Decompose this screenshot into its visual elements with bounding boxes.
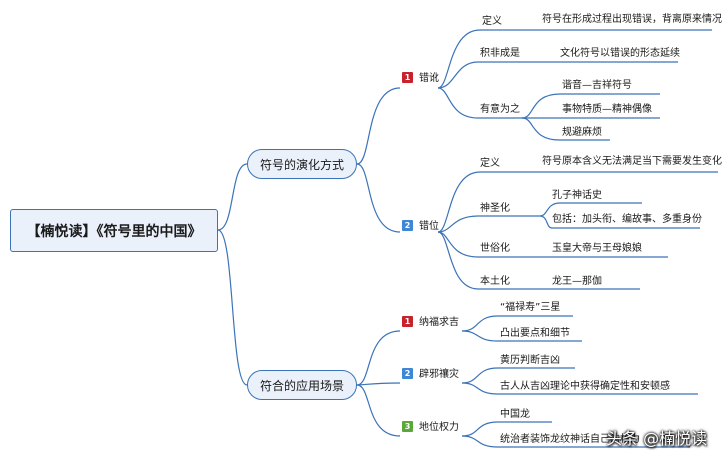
- subtopic-error[interactable]: 1 错讹: [402, 72, 439, 86]
- number-badge: 3: [402, 421, 413, 432]
- label-secular[interactable]: 世俗化: [480, 243, 510, 254]
- subtopic-blessing[interactable]: 1 纳福求吉: [402, 316, 459, 330]
- blessing-item[interactable]: 凸出要点和细节: [500, 328, 570, 339]
- intent-item[interactable]: 事物特质—精神偶像: [562, 104, 652, 115]
- subtopic-label: 错讹: [419, 73, 439, 84]
- secular-text[interactable]: 玉皇大帝与王母娘娘: [552, 243, 642, 254]
- subtopic-status-power[interactable]: 3 地位权力: [402, 421, 459, 435]
- ward-item[interactable]: 古人从吉凶理论中获得确定性和安顿感: [500, 381, 670, 392]
- sacred-item[interactable]: 包括：加头衔、编故事、多重身份: [552, 214, 702, 225]
- definition-text[interactable]: 符号原本含义无法满足当下需要发生变化: [542, 156, 722, 167]
- label-accumulate[interactable]: 积非成是: [480, 48, 520, 59]
- number-badge: 2: [402, 220, 413, 231]
- sacred-item[interactable]: 孔子神话史: [552, 190, 602, 201]
- root-topic[interactable]: 【楠悦读】《符号里的中国》: [10, 209, 218, 252]
- localize-text[interactable]: 龙王—那伽: [552, 276, 602, 287]
- subtopic-label: 错位: [419, 221, 439, 232]
- subtopic-ward-evil[interactable]: 2 辟邪禳灾: [402, 368, 459, 382]
- blessing-item[interactable]: “福禄寿”三星: [500, 302, 561, 313]
- accumulate-text[interactable]: 文化符号以错误的形态延续: [560, 48, 680, 59]
- intent-item[interactable]: 规避麻烦: [562, 127, 602, 138]
- subtopic-label: 纳福求吉: [419, 317, 459, 328]
- label-sacred[interactable]: 神圣化: [480, 203, 510, 214]
- subtopic-label: 辟邪禳灾: [419, 369, 459, 380]
- definition-text[interactable]: 符号在形成过程出现错误，背离原来情况: [542, 14, 722, 25]
- number-badge: 2: [402, 368, 413, 379]
- branch-evolution[interactable]: 符号的演化方式: [247, 149, 357, 179]
- ward-item[interactable]: 黄历判断吉凶: [500, 355, 560, 366]
- number-badge: 1: [402, 72, 413, 83]
- subtopic-label: 地位权力: [419, 422, 459, 433]
- label-localize[interactable]: 本土化: [480, 276, 510, 287]
- power-item[interactable]: 中国龙: [500, 409, 530, 420]
- label-intentional[interactable]: 有意为之: [480, 104, 520, 115]
- label-definition[interactable]: 定义: [482, 16, 502, 27]
- subtopic-misplace[interactable]: 2 错位: [402, 220, 439, 234]
- branch-application[interactable]: 符合的应用场景: [247, 370, 357, 400]
- label-definition[interactable]: 定义: [480, 158, 500, 169]
- intent-item[interactable]: 谐音—吉祥符号: [562, 80, 632, 91]
- watermark: 头条 @楠悦读: [606, 429, 708, 448]
- number-badge: 1: [402, 316, 413, 327]
- power-item[interactable]: 统治者装饰龙纹神话自己的权力: [500, 434, 640, 445]
